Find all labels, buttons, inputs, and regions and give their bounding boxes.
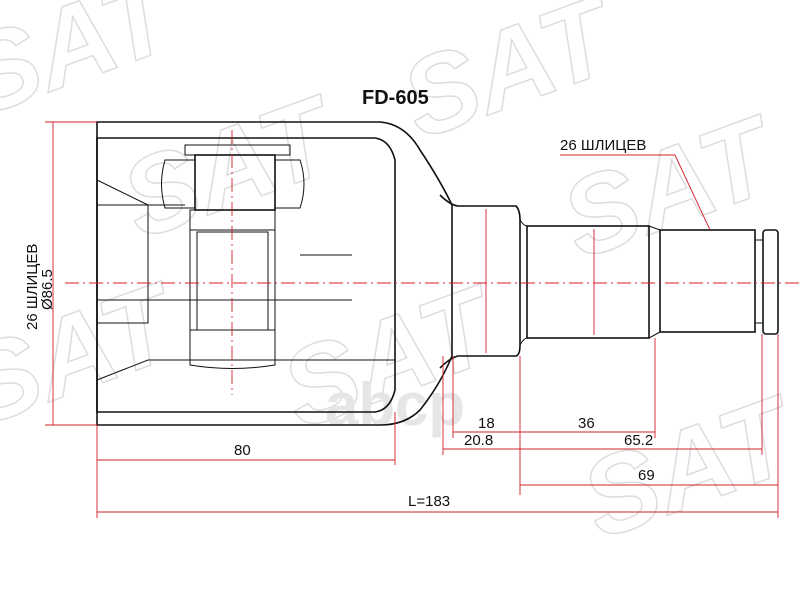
shaft-spline-callout: 26 ШЛИЦЕВ bbox=[560, 137, 711, 231]
dim-36: 36 bbox=[578, 415, 595, 432]
dim-69: 69 bbox=[638, 467, 655, 484]
dim-20-8: 20.8 bbox=[464, 432, 493, 449]
left-splines-label: 26 ШЛИЦЕВ bbox=[24, 244, 41, 330]
shaft-splines-label: 26 ШЛИЦЕВ bbox=[560, 137, 646, 154]
watermark-logos: SAT SAT SAT SAT SAT SAT SAT abcp bbox=[0, 0, 800, 563]
shaft bbox=[439, 194, 779, 369]
dim-total-length: L=183 bbox=[408, 493, 450, 510]
dim-80: 80 bbox=[234, 442, 251, 459]
housing-diameter-dimension: 26 ШЛИЦЕВ Ø86.5 bbox=[24, 121, 97, 426]
svg-text:SAT: SAT bbox=[0, 0, 196, 139]
outer-housing bbox=[96, 121, 453, 426]
svg-text:SAT: SAT bbox=[106, 72, 354, 263]
extension-lines bbox=[96, 334, 779, 518]
left-diameter-label: Ø86.5 bbox=[39, 269, 56, 310]
dim-65-2: 65.2 bbox=[624, 432, 653, 449]
dimension-lines: 18 36 20.8 65.2 80 69 L=183 bbox=[97, 415, 778, 513]
dim-18: 18 bbox=[478, 415, 495, 432]
svg-text:SAT: SAT bbox=[546, 92, 794, 283]
svg-text:SAT: SAT bbox=[566, 372, 800, 563]
part-number-title: FD-605 bbox=[362, 87, 429, 109]
tripod-assembly bbox=[161, 144, 305, 369]
